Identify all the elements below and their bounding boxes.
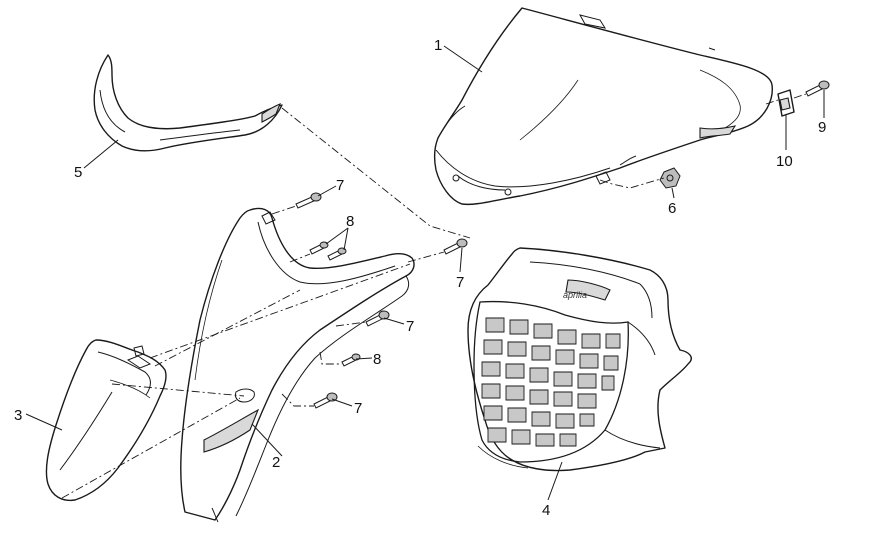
callout-4: 4 bbox=[542, 502, 550, 519]
assembly-lines bbox=[61, 93, 807, 499]
screw-8-upper-a bbox=[309, 241, 329, 255]
callout-1: 1 bbox=[434, 37, 442, 54]
part-10-clip bbox=[777, 89, 795, 117]
brand-logo-text: aprilia bbox=[563, 290, 587, 300]
screw-8-lower bbox=[341, 353, 361, 367]
part-9-screw bbox=[805, 80, 830, 97]
callout-7-right: 7 bbox=[456, 274, 464, 291]
screw-8-upper-b bbox=[327, 247, 347, 261]
callout-9: 9 bbox=[818, 119, 826, 136]
callout-7-top: 7 bbox=[336, 177, 344, 194]
part-6-nut bbox=[659, 167, 681, 189]
part-4-grille-shroud: aprilia bbox=[467, 247, 692, 472]
callout-5: 5 bbox=[74, 164, 82, 181]
callout-6: 6 bbox=[668, 200, 676, 217]
callout-7-bottom: 7 bbox=[354, 400, 362, 417]
part-2-side-panel bbox=[180, 207, 415, 523]
callout-8-upper: 8 bbox=[346, 213, 354, 230]
callout-3: 3 bbox=[14, 407, 22, 424]
callout-8-lower: 8 bbox=[373, 351, 381, 368]
part-1-front-fairing bbox=[433, 7, 773, 206]
callout-10: 10 bbox=[776, 153, 793, 170]
screw-7-right bbox=[443, 238, 468, 255]
callout-2: 2 bbox=[272, 454, 280, 471]
screw-7-bottom bbox=[313, 392, 338, 409]
part-5-upper-trim bbox=[93, 54, 283, 152]
callout-7-middle: 7 bbox=[406, 318, 414, 335]
part-3-lower-side-cover bbox=[45, 339, 167, 502]
callout-labels: 1 2 3 4 5 6 7 7 7 7 8 8 9 10 bbox=[14, 37, 826, 519]
grille-mesh bbox=[481, 317, 621, 447]
screw-7-top bbox=[295, 192, 322, 209]
leader-lines bbox=[25, 45, 825, 501]
